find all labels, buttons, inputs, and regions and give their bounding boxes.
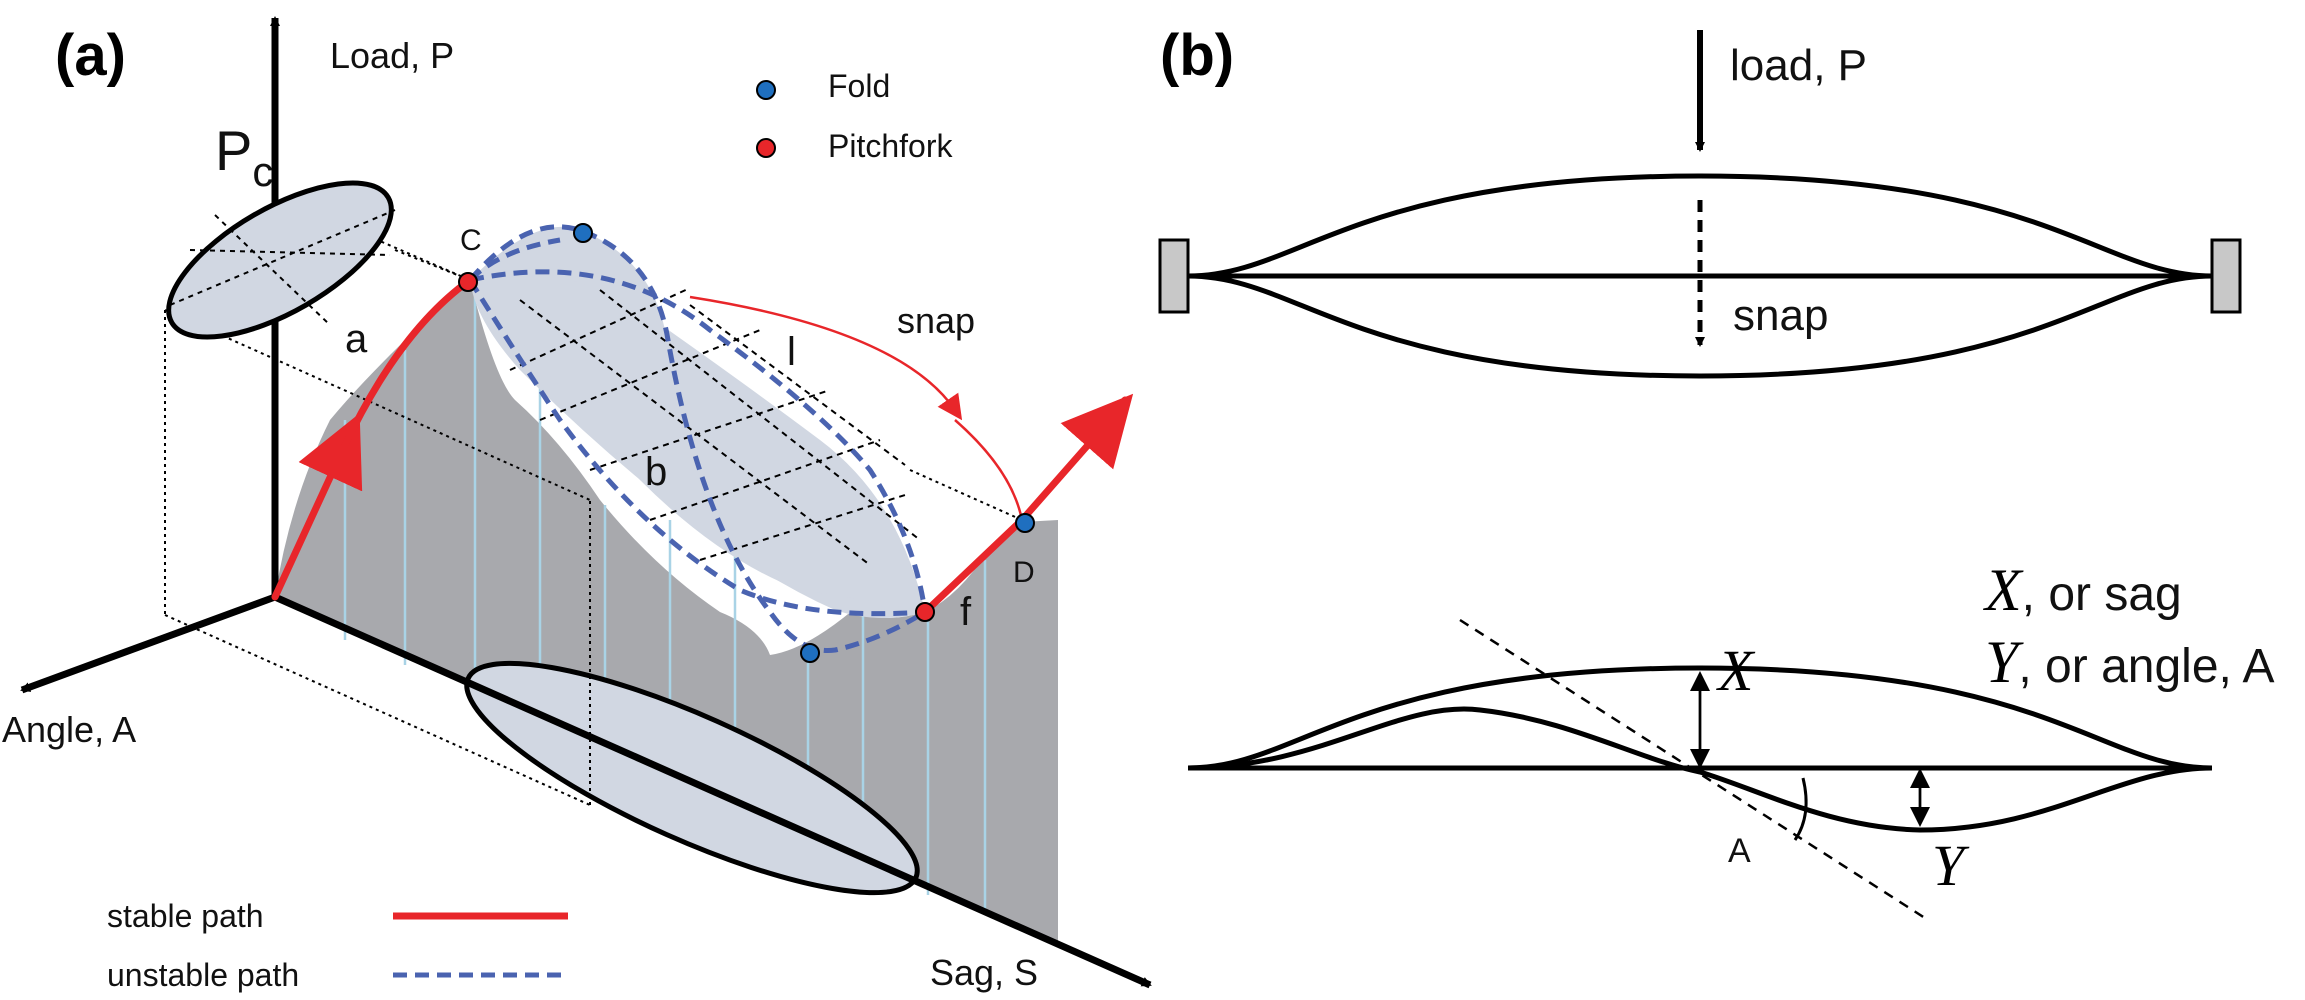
pitchfork-point-f <box>915 602 935 622</box>
snap-arrow <box>689 295 963 421</box>
load-label-b: load, P <box>1730 41 1867 90</box>
unstable-lobe <box>470 274 925 612</box>
branch-a-label: a <box>345 317 368 361</box>
critical-load-ellipse <box>166 180 394 340</box>
panel-a-label: (a) <box>55 23 126 88</box>
branch-b-label: b <box>645 450 667 494</box>
snap-label-b: snap <box>1733 291 1828 340</box>
left-clamp <box>1158 238 1190 314</box>
right-clamp <box>2210 238 2242 314</box>
legend-pitchfork-marker <box>756 138 776 158</box>
panel-a: Fold Pitchfork stable path unstable path… <box>2 16 1152 993</box>
angle-axis <box>20 593 277 694</box>
fold-point-top <box>573 223 593 243</box>
y-marker-label: Y <box>1932 833 1970 898</box>
point-d-label: D <box>1013 556 1035 589</box>
snap-line-2 <box>954 419 1024 521</box>
y-definition: Y, or angle, A <box>1985 629 2275 695</box>
critical-load-label: Pc <box>215 119 273 195</box>
x-marker-label: X <box>1716 638 1756 703</box>
legend-unstable-label: unstable path <box>107 957 299 993</box>
legend-pitchfork-label: Pitchfork <box>828 128 953 164</box>
axis-load-label: Load, P <box>330 35 454 76</box>
bottom-buckled-symmetric <box>1187 665 2213 771</box>
legend-stable-label: stable path <box>107 898 264 934</box>
l-label: l <box>787 330 796 374</box>
buckled-beam-up <box>1187 173 2213 279</box>
angle-a-label: A <box>1728 832 1751 870</box>
unstable-paths <box>467 224 928 654</box>
angle-arc <box>1793 777 1808 841</box>
branch-f-label: f <box>960 590 972 634</box>
panel-b-label: (b) <box>1160 23 1234 88</box>
axis-angle-label: Angle, A <box>2 709 136 750</box>
legend-fold-label: Fold <box>828 68 890 104</box>
snap-label-a: snap <box>897 300 975 341</box>
bottom-buckled-asymmetric <box>1187 706 2213 833</box>
point-c-label: C <box>460 224 482 257</box>
sag-axis <box>273 593 1152 989</box>
legend-fold-marker <box>756 80 776 100</box>
buckled-beam-down <box>1187 273 2213 379</box>
unstable-grid <box>509 287 921 566</box>
axis-sag-label: Sag, S <box>930 952 1038 993</box>
fold-point-bottom <box>800 643 820 663</box>
x-definition: X, or sag <box>1983 557 2182 623</box>
fold-point-d <box>1015 513 1035 533</box>
panel-b: (b) load, P snap X Y A X, or sag Y, or a… <box>1158 23 2275 920</box>
ellipse-grid <box>169 209 396 326</box>
pitchfork-point-c <box>458 272 478 292</box>
tangent-line <box>1459 618 1926 920</box>
